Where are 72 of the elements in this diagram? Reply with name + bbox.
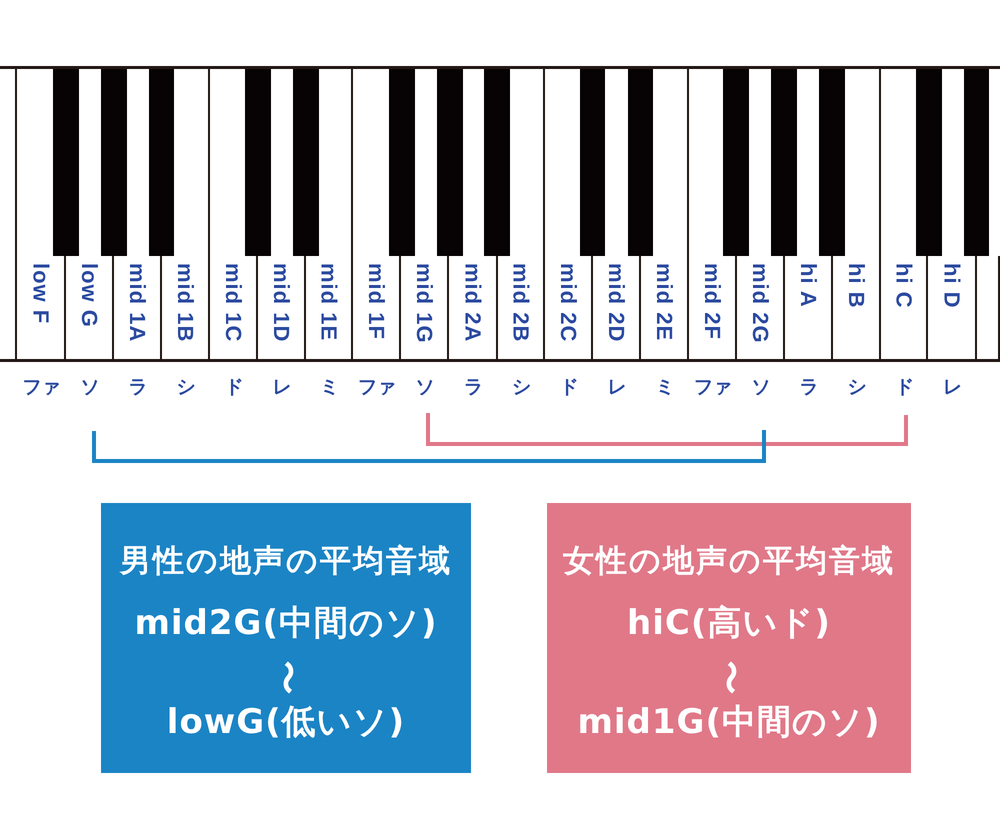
range-note: mid2G(中間のソ) xyxy=(134,603,438,644)
note-name: mid 2E xyxy=(653,263,675,342)
note-name: mid 2A xyxy=(462,263,484,342)
solfege-label: ド xyxy=(560,376,578,399)
note-name: hi A xyxy=(797,263,819,308)
piano-key xyxy=(593,256,641,362)
note-name: mid 2G xyxy=(749,263,771,344)
piano-key xyxy=(977,256,1000,362)
tilde-mark: 〜 xyxy=(266,660,306,694)
note-name: mid 1A xyxy=(126,263,148,342)
piano-key xyxy=(401,256,449,362)
range-note: mid1G(中間のソ) xyxy=(577,702,881,743)
solfege-label: ド xyxy=(895,376,914,399)
note-name: mid 1B xyxy=(174,263,196,342)
piano-key xyxy=(449,256,498,362)
piano-key xyxy=(785,256,833,362)
piano-key xyxy=(498,256,545,362)
note-name: mid 1C xyxy=(222,263,244,342)
range-heading: 男性の地声の平均音域 xyxy=(120,543,452,580)
note-name: mid 1E xyxy=(318,263,340,342)
tilde-mark: 〜 xyxy=(708,660,750,694)
piano-key xyxy=(210,256,258,362)
solfege-label: ファ xyxy=(22,376,60,399)
solfege-label: ド xyxy=(224,376,244,399)
piano-key xyxy=(258,256,306,362)
piano-key xyxy=(353,256,401,362)
piano-key xyxy=(545,256,593,362)
note-name: mid 2C xyxy=(557,263,579,342)
piano-key xyxy=(689,256,737,362)
solfege-label: シ xyxy=(512,376,531,399)
note-name: mid 1F xyxy=(365,263,387,340)
note-name: low F xyxy=(30,263,52,324)
piano-key xyxy=(641,256,689,362)
solfege-label: ソ xyxy=(416,376,434,399)
note-name: hi C xyxy=(892,263,914,309)
solfege-label: ファ xyxy=(358,376,396,399)
note-name: mid 2F xyxy=(701,263,723,340)
range-heading: 女性の地声の平均音域 xyxy=(563,543,895,580)
solfege-label: ソ xyxy=(80,376,100,399)
solfege-label: ラ xyxy=(128,376,148,399)
piano-key xyxy=(833,256,881,362)
note-name: mid 2D xyxy=(605,263,627,342)
solfege-label: ミ xyxy=(656,376,674,399)
piano-key xyxy=(0,256,17,362)
solfege-label: ラ xyxy=(800,376,818,399)
solfege-label: ミ xyxy=(320,376,339,399)
piano-key xyxy=(17,256,66,362)
note-name: mid 1G xyxy=(413,263,435,344)
solfege-label: ラ xyxy=(464,376,483,399)
piano-key xyxy=(114,256,162,362)
piano-key xyxy=(66,256,114,362)
solfege-label: ファ xyxy=(694,376,732,399)
piano-key xyxy=(737,256,785,362)
note-name: low G xyxy=(78,263,100,328)
note-name: hi B xyxy=(845,263,867,309)
piano-key xyxy=(881,256,928,362)
note-name: hi D xyxy=(940,263,962,309)
solfege-label: シ xyxy=(176,376,196,399)
note-name: mid 2B xyxy=(510,263,532,342)
solfege-label: レ xyxy=(608,376,626,399)
range-note: lowG(低いソ) xyxy=(166,702,406,743)
piano-key xyxy=(928,256,977,362)
note-name: mid 1D xyxy=(270,263,292,342)
solfege-label: ソ xyxy=(752,376,770,399)
range-panel xyxy=(101,503,471,773)
range-note: hiC(高いド) xyxy=(627,603,831,644)
piano-key xyxy=(306,256,353,362)
solfege-label: レ xyxy=(943,376,962,399)
piano-key xyxy=(162,256,210,362)
solfege-label: シ xyxy=(848,376,866,399)
solfege-label: レ xyxy=(272,376,292,399)
range-panel xyxy=(547,503,911,773)
